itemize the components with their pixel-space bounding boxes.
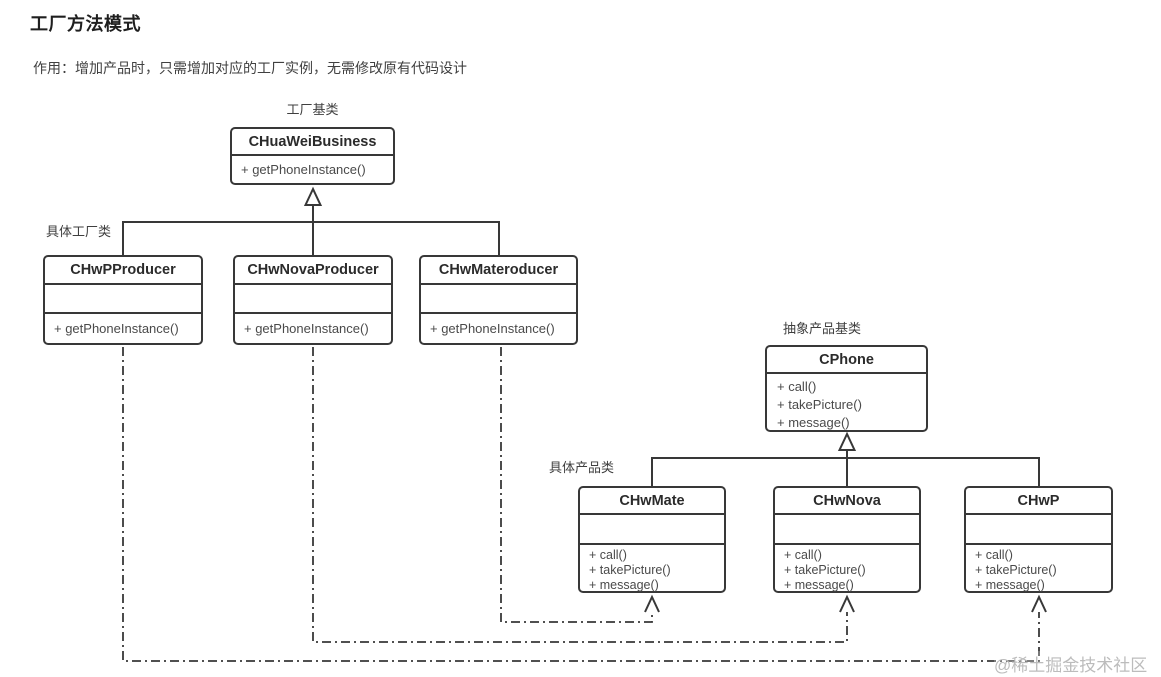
class-methods: + call() + takePicture() + message() [775, 545, 919, 593]
hollow-triangle-arrow-icon [837, 431, 857, 451]
dependency-line-hwnova [312, 347, 848, 643]
class-name: CHwNova [775, 488, 919, 515]
method: + call() [784, 548, 822, 562]
class-box-chwnova: CHwNova + call() + takePicture() + messa… [773, 486, 921, 593]
class-name: CHwP [966, 488, 1111, 515]
method: + call() [777, 379, 817, 394]
class-attributes-empty [580, 515, 724, 545]
label-factory-base: 工厂基类 [286, 102, 339, 117]
label-concrete-factories: 具体工厂类 [46, 224, 112, 239]
page-description: 作用：增加产品时，只需增加对应的工厂实例，无需修改原有代码设计 [33, 60, 467, 76]
class-attributes-empty [45, 285, 201, 314]
factory-inheritance-lines [122, 205, 500, 256]
product-inheritance-lines [651, 450, 1040, 487]
class-method: + getPhoneInstance() [244, 321, 369, 336]
dependency-line-hwmate [500, 347, 653, 623]
open-arrowheads [644, 594, 1047, 613]
class-box-chuaweibusiness: CHuaWeiBusiness + getPhoneInstance() [230, 127, 395, 185]
class-box-chwnovaproducer: CHwNovaProducer + getPhoneInstance() [233, 255, 393, 345]
class-methods: + call() + takePicture() + message() [580, 545, 724, 593]
class-box-chwpproducer: CHwPProducer + getPhoneInstance() [43, 255, 203, 345]
site-watermark: @稀土掘金技术社区 [994, 651, 1148, 676]
open-arrow-icon [644, 594, 660, 613]
class-attributes-empty [421, 285, 576, 314]
class-attributes-empty [235, 285, 391, 314]
class-name: CHwNovaProducer [235, 257, 391, 285]
class-name: CHwMate [580, 488, 724, 515]
method: + message() [589, 578, 659, 592]
class-box-chwmate: CHwMate + call() + takePicture() + messa… [578, 486, 726, 593]
class-method: + getPhoneInstance() [241, 162, 366, 177]
class-name: CPhone [767, 347, 926, 374]
class-name: CHwMateroducer [421, 257, 576, 285]
class-attributes-empty [775, 515, 919, 545]
class-name: CHuaWeiBusiness [232, 129, 393, 156]
open-arrow-icon [839, 594, 855, 613]
class-methods: + call() + takePicture() + message() [767, 374, 926, 432]
class-box-chwp: CHwP + call() + takePicture() + message(… [964, 486, 1113, 593]
method: + takePicture() [589, 563, 671, 577]
method: + takePicture() [777, 397, 862, 412]
dependency-lines [122, 347, 1040, 662]
hollow-triangle-arrow-icon [303, 186, 323, 206]
class-method: + getPhoneInstance() [430, 321, 555, 336]
label-concrete-products: 具体产品类 [549, 460, 615, 475]
method: + message() [975, 578, 1045, 592]
class-box-chwmateroducer: CHwMateroducer + getPhoneInstance() [419, 255, 578, 345]
method: + call() [975, 548, 1013, 562]
class-attributes-empty [966, 515, 1111, 545]
method: + takePicture() [975, 563, 1057, 577]
class-box-cphone: CPhone + call() + takePicture() + messag… [765, 345, 928, 432]
label-abstract-product: 抽象产品基类 [783, 321, 862, 336]
open-arrow-icon [1031, 594, 1047, 613]
class-method: + getPhoneInstance() [54, 321, 179, 336]
method: + takePicture() [784, 563, 866, 577]
page-title: 工厂方法模式 [30, 14, 141, 34]
method: + call() [589, 548, 627, 562]
method: + message() [784, 578, 854, 592]
class-methods: + call() + takePicture() + message() [966, 545, 1111, 593]
dependency-line-hwp [122, 347, 1040, 662]
class-name: CHwPProducer [45, 257, 201, 285]
method: + message() [777, 415, 850, 430]
